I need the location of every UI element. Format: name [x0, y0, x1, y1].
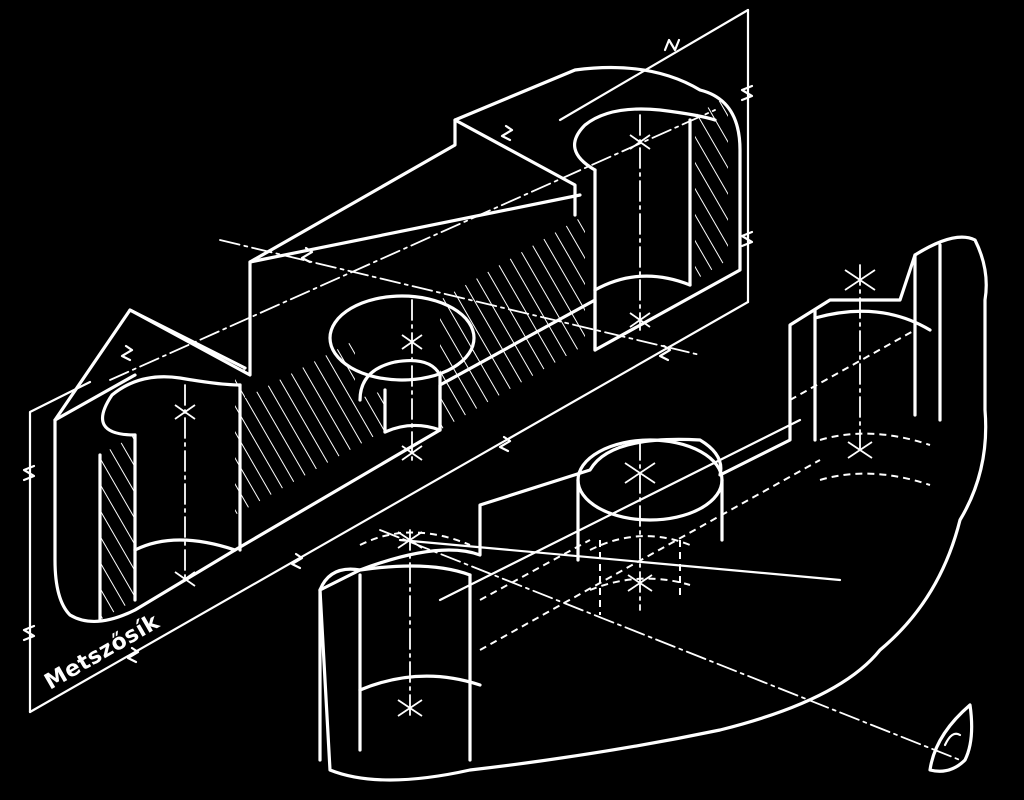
center-counterbore-rim — [328, 294, 476, 382]
left-lug-bore-lower-arc — [358, 674, 482, 692]
lower-center-marks — [397, 269, 876, 717]
right-lug-top-arc — [813, 309, 932, 332]
center-mark-12 — [847, 441, 873, 459]
construction-line-2 — [438, 418, 802, 602]
right-lug-hidden-arc — [819, 432, 931, 446]
hatch-left-lug — [100, 435, 135, 620]
break-mark-right-2 — [740, 230, 754, 248]
left-lug-bore-bottom — [133, 538, 237, 552]
center-mark-2 — [174, 571, 196, 587]
eye-pupil — [943, 732, 962, 747]
break-mark-top-2 — [500, 124, 514, 142]
center-mark-1 — [174, 404, 196, 420]
upper-part-outline — [53, 65, 742, 624]
break-mark-bottom-1 — [126, 646, 140, 664]
center-mark-11 — [844, 269, 876, 291]
top-face-edge-left — [128, 308, 247, 370]
left-lug-bore-top — [100, 375, 242, 437]
center-bore-lip — [358, 358, 442, 402]
center-mark-6 — [629, 312, 651, 328]
hatch-web-right — [440, 215, 585, 430]
section-hatching — [100, 96, 728, 620]
left-lug-top-arc — [318, 564, 472, 592]
break-mark-left-2 — [22, 624, 36, 642]
center-mark-4 — [401, 445, 423, 461]
cutting-plane: Metszősík — [22, 8, 754, 714]
break-mark-bottom-4 — [658, 344, 672, 362]
hatch-right-lug — [695, 96, 728, 280]
center-mark-3 — [401, 334, 423, 350]
break-mark-bottom-2 — [290, 552, 304, 570]
construction-line-1 — [398, 538, 842, 582]
break-mark-top-4 — [120, 344, 134, 362]
cutting-plane-bottom-edge — [28, 300, 750, 714]
break-mark-right-1 — [740, 84, 754, 102]
left-lug-top-edge — [53, 373, 137, 422]
break-mark-top-3 — [300, 246, 314, 264]
web-hidden-line-1 — [479, 459, 821, 651]
center-boss-hidden-arc — [589, 535, 691, 551]
center-mark-5 — [629, 134, 651, 150]
sectioned-half — [53, 65, 742, 624]
center-mark-8 — [397, 699, 423, 717]
upper-centerline-horizontal — [219, 239, 701, 356]
upper-center-marks — [174, 134, 651, 587]
right-lug-bore-bottom — [593, 274, 692, 292]
center-mark-10 — [627, 574, 653, 592]
center-mark-9 — [624, 462, 656, 484]
right-lug-bore-top — [573, 107, 717, 172]
viewing-direction-eye — [928, 703, 974, 773]
upper-centerline-long — [109, 109, 716, 381]
break-mark-left-1 — [22, 464, 36, 482]
left-lug-hidden-arc — [359, 531, 471, 546]
center-mark-7 — [397, 531, 423, 549]
hatch-web-left — [235, 340, 385, 515]
right-boss-top-edge — [453, 118, 577, 217]
cutting-plane-left-edge — [28, 380, 92, 714]
web-hidden-line-2 — [479, 539, 591, 601]
break-mark-bottom-3 — [498, 435, 512, 453]
lower-centerline — [379, 529, 961, 761]
right-lug-hidden-arc-2 — [819, 472, 931, 486]
lower-part-outline — [318, 235, 988, 782]
remaining-half — [318, 235, 988, 782]
break-mark-top-1 — [663, 38, 681, 52]
top-face-edge-mid — [248, 193, 582, 264]
right-lug-hidden-edge — [789, 329, 916, 401]
cutting-plane-top-edge — [558, 8, 750, 122]
